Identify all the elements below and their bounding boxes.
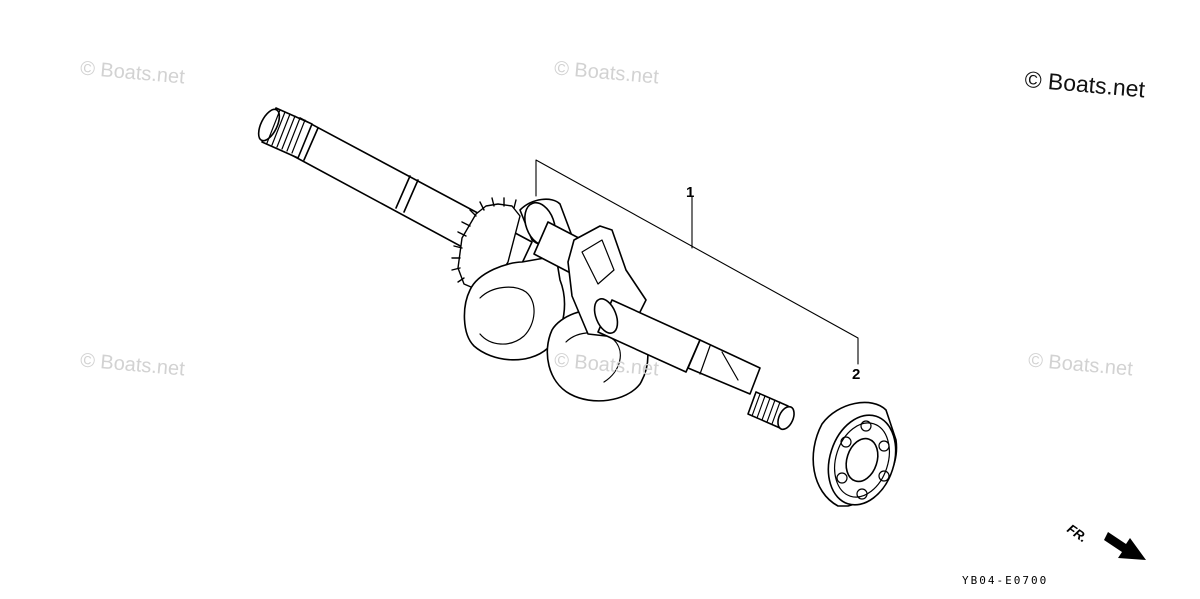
callout-part-1: 1 bbox=[686, 184, 695, 201]
diagram-code: YB04-E0700 bbox=[962, 574, 1049, 587]
crankshaft-icon bbox=[257, 107, 795, 431]
front-direction-arrow-icon bbox=[1104, 532, 1146, 560]
callout-part-2: 2 bbox=[852, 366, 861, 383]
ball-bearing-icon bbox=[812, 401, 898, 507]
callout-leader-lines bbox=[535, 159, 859, 365]
